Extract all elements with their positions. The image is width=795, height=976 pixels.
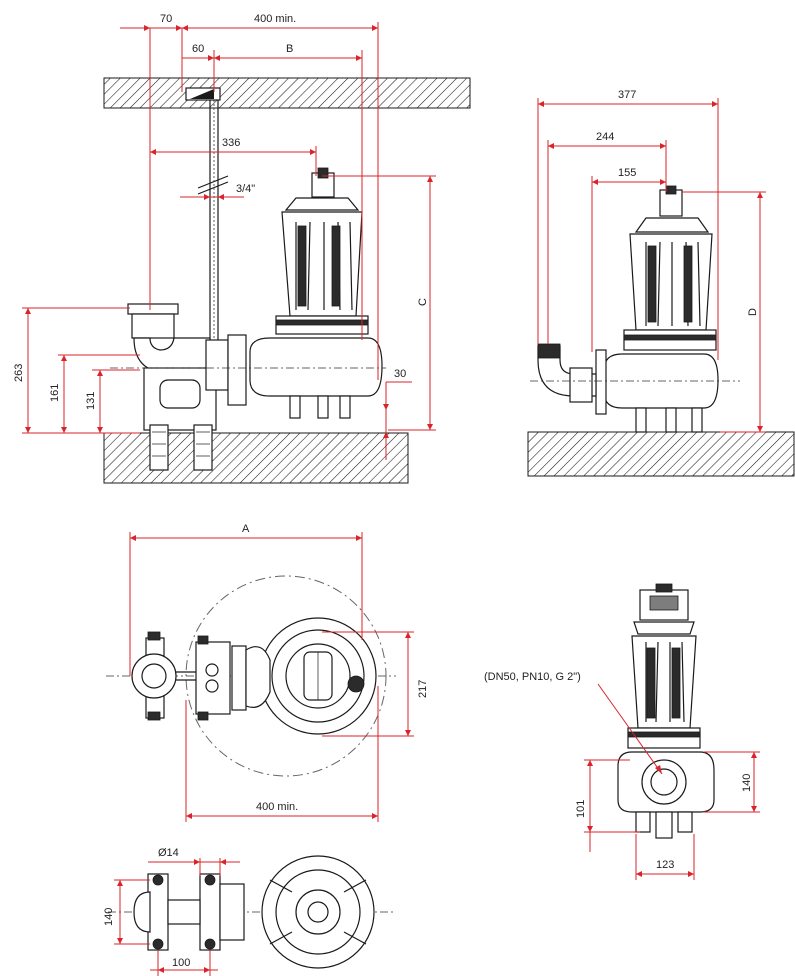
dim-161: 161 — [49, 384, 61, 402]
duckfoot-discharge-bend — [127, 303, 247, 471]
upper-rail-bracket — [185, 87, 221, 101]
dim-60: 60 — [192, 43, 204, 55]
plan-pump-top — [245, 617, 377, 735]
pump-freestanding — [530, 185, 740, 433]
dim-dia-14: Ø14 — [158, 847, 179, 859]
dim-a: A — [242, 523, 250, 535]
dim-b: B — [286, 43, 293, 55]
freestanding-dimensions — [537, 98, 766, 433]
dim-123: 123 — [656, 859, 674, 871]
dim-400-min-top: 400 min. — [254, 13, 296, 25]
dim-d: D — [747, 308, 759, 316]
dim-30: 30 — [394, 368, 406, 380]
pump-front — [617, 583, 715, 839]
base-plan-view: Ø14 140 100 — [103, 847, 396, 976]
dim-377: 377 — [618, 89, 636, 101]
plan-rail-bracket — [131, 631, 196, 721]
dim-244: 244 — [596, 131, 614, 143]
base-duckfoot-plan — [133, 873, 245, 951]
front-dimensions — [584, 683, 760, 880]
dim-131: 131 — [85, 392, 97, 410]
dim-336: 336 — [222, 137, 240, 149]
dim-70: 70 — [160, 13, 172, 25]
side-view-dimensions — [22, 22, 436, 460]
guide-rail — [197, 100, 229, 340]
pump-side-profile — [110, 167, 386, 419]
dim-400-min-plan: 400 min. — [256, 801, 298, 813]
front-elevation-view: (DN50, PN10, G 2") 101 140 123 — [484, 583, 760, 880]
ceiling-slab — [103, 77, 471, 109]
dim-140-front: 140 — [741, 774, 753, 792]
dim-3-4-inch: 3/4" — [236, 183, 255, 195]
floor-slab-right — [527, 431, 795, 477]
plan-dimensions — [129, 532, 414, 822]
dim-217: 217 — [417, 680, 429, 698]
dim-263: 263 — [13, 364, 25, 382]
dim-155: 155 — [618, 167, 636, 179]
dim-101: 101 — [575, 800, 587, 818]
dim-140-base: 140 — [103, 908, 115, 926]
outlet-specification: (DN50, PN10, G 2") — [484, 671, 581, 683]
plan-view: A 217 400 min. — [106, 523, 429, 822]
freestanding-elevation-view: 377 244 155 D — [527, 89, 795, 477]
base-dimensions — [114, 858, 240, 976]
side-elevation-view: 70 400 min. 60 B 336 3/4" C 30 263 161 1… — [13, 13, 471, 484]
base-pump-plan — [261, 855, 375, 969]
dim-100: 100 — [172, 957, 190, 969]
plan-discharge-coupling — [195, 635, 247, 721]
dim-c: C — [417, 298, 429, 306]
